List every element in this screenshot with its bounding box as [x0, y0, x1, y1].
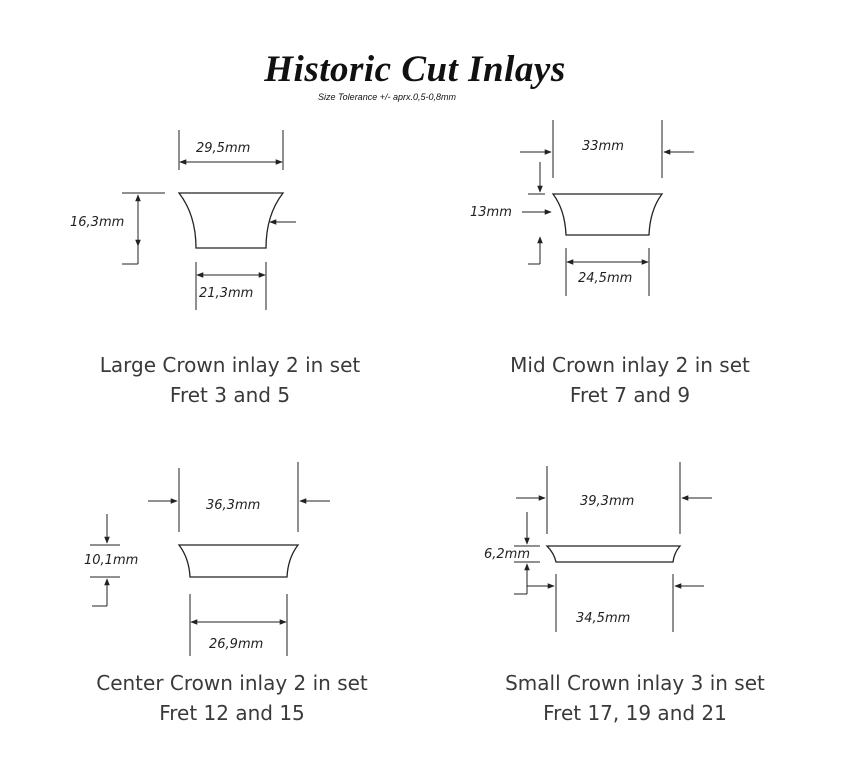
large-crown-caption: Large Crown inlay 2 in set Fret 3 and 5	[20, 350, 440, 410]
large-crown-frets: Fret 3 and 5	[169, 383, 291, 407]
small-crown-name: Small Crown inlay 3 in set	[505, 671, 765, 695]
mid-top-width-label: 33mm	[582, 139, 624, 154]
center-crown-name: Center Crown inlay 2 in set	[96, 671, 368, 695]
center-top-width-label: 36,3mm	[206, 498, 260, 513]
small-height-label: 6,2mm	[484, 547, 530, 562]
center-crown-drawing: 36,3mm 10,1mm 26,9mm	[84, 462, 330, 656]
center-height-label: 10,1mm	[84, 553, 138, 568]
small-crown-caption: Small Crown inlay 3 in set Fret 17, 19 a…	[425, 668, 845, 728]
large-top-width-label: 29,5mm	[196, 141, 250, 156]
center-crown-frets: Fret 12 and 15	[159, 701, 305, 725]
mid-bottom-width-label: 24,5mm	[578, 271, 632, 286]
page-title: Historic Cut Inlays	[264, 49, 566, 90]
small-top-width-label: 39,3mm	[580, 494, 634, 509]
mid-crown-shape	[551, 193, 664, 236]
small-crown-frets: Fret 17, 19 and 21	[543, 701, 727, 725]
mid-height-label: 13mm	[470, 205, 512, 220]
large-crown-shape	[177, 192, 285, 249]
center-bottom-width-label: 26,9mm	[209, 637, 263, 652]
center-crown-shape	[177, 544, 300, 578]
small-bottom-width-label: 34,5mm	[576, 611, 630, 626]
mid-crown-caption: Mid Crown inlay 2 in set Fret 7 and 9	[420, 350, 840, 410]
small-crown-shape	[545, 545, 682, 563]
center-crown-caption: Center Crown inlay 2 in set Fret 12 and …	[22, 668, 442, 728]
mid-crown-drawing: 33mm 13mm 24,5mm	[470, 120, 694, 296]
large-bottom-width-label: 21,3mm	[199, 286, 253, 301]
large-crown-name: Large Crown inlay 2 in set	[99, 353, 361, 377]
mid-crown-frets: Fret 7 and 9	[569, 383, 691, 407]
large-height-label: 16,3mm	[70, 215, 124, 230]
large-crown-drawing: 29,5mm 16,3mm 21,3mm	[70, 130, 296, 310]
size-tolerance-note: Size Tolerance +/- aprx.0,5-0,8mm	[318, 92, 456, 102]
small-crown-drawing: 39,3mm 6,2mm 34,5mm	[484, 462, 712, 632]
mid-crown-name: Mid Crown inlay 2 in set	[510, 353, 750, 377]
